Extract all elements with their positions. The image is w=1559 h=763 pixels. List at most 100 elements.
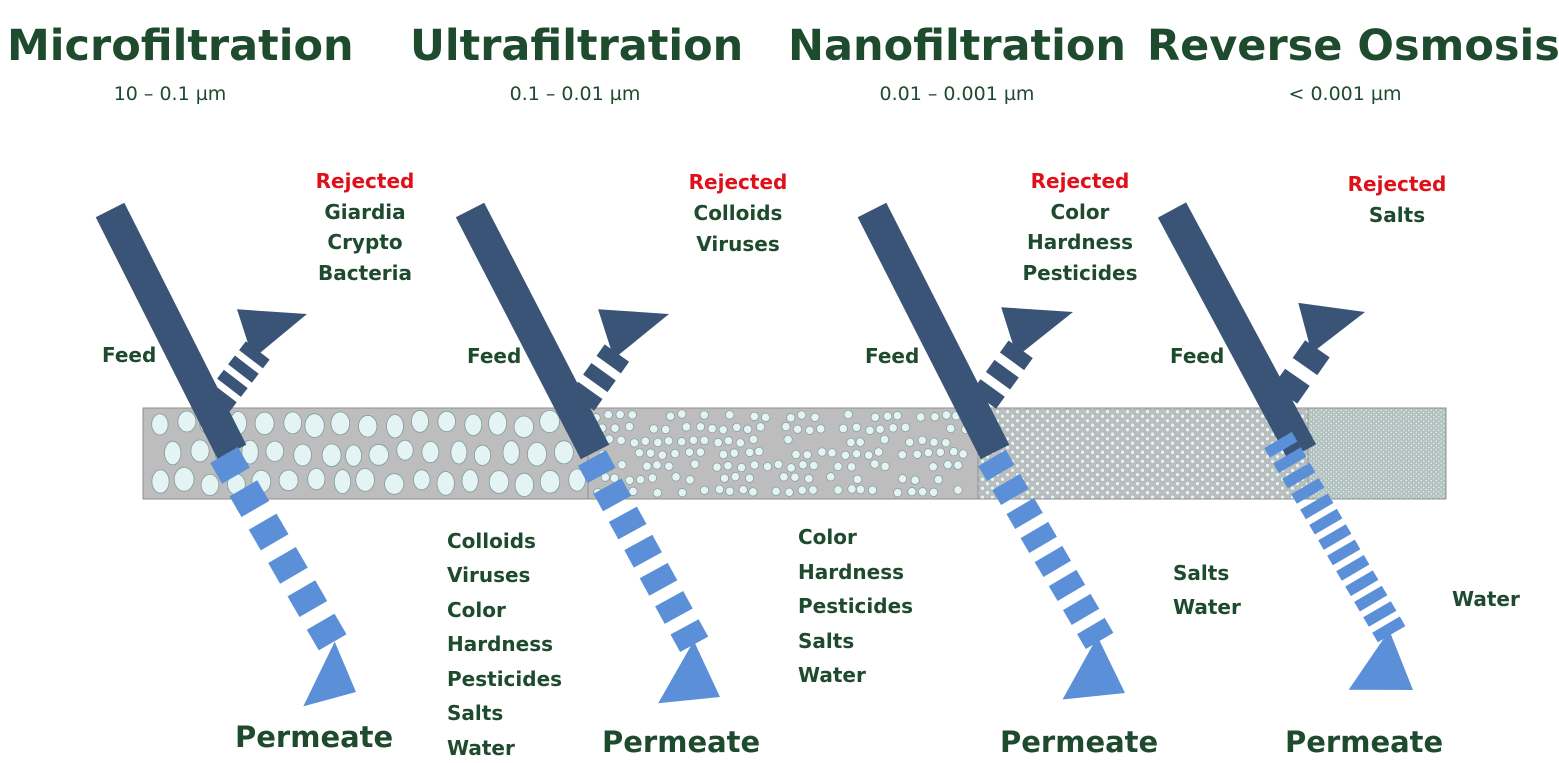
pore (617, 460, 627, 470)
pore (699, 485, 710, 495)
pore (852, 449, 862, 459)
pore (773, 459, 783, 470)
passed-item: Pesticides (447, 667, 562, 691)
pore (677, 437, 687, 447)
pore (779, 472, 789, 482)
pore (664, 461, 674, 471)
pore (616, 435, 626, 445)
pore (151, 413, 169, 436)
pore (946, 423, 956, 434)
pore (783, 434, 793, 445)
passed-item: Water (447, 736, 515, 760)
pore (749, 411, 759, 421)
pore (953, 485, 963, 495)
pore (723, 461, 733, 471)
pore-size-range: 10 – 0.1 µm (114, 83, 227, 105)
reject-arrowhead (1001, 307, 1073, 357)
pore (665, 411, 676, 421)
feed-arrow (455, 202, 610, 460)
pore (729, 448, 739, 458)
pore (748, 487, 758, 497)
pore (941, 410, 952, 420)
pore (743, 424, 753, 434)
pore (384, 473, 405, 495)
reject-arrow-segment (569, 381, 603, 411)
permeate-arrow-segment (992, 473, 1029, 505)
pore (690, 459, 700, 469)
pore (293, 443, 312, 467)
pore (781, 422, 791, 432)
pore (826, 472, 836, 482)
pore (791, 449, 801, 460)
pore (513, 415, 535, 439)
reject-arrow-segment (985, 359, 1019, 390)
pore (345, 444, 363, 467)
pore (912, 449, 922, 459)
pore (661, 424, 671, 435)
pore (714, 484, 725, 494)
section-nanofiltration: Nanofiltration 0.01 – 0.001 µm Feed Reje… (788, 21, 1241, 759)
rejected-item: Hardness (1027, 230, 1133, 254)
pore (786, 463, 796, 473)
pore (761, 412, 771, 422)
pore (792, 424, 803, 434)
rejected-item: Colloids (694, 201, 783, 225)
feed-label: Feed (865, 344, 919, 368)
passed-item: Pesticides (798, 594, 913, 618)
rejected-item: Salts (1369, 203, 1425, 227)
pore (900, 422, 911, 432)
permeate-arrow-segment (1282, 462, 1316, 489)
pore (283, 411, 303, 435)
pore (810, 412, 820, 422)
permeate-arrow-segment (1048, 569, 1086, 601)
pore (798, 460, 808, 470)
pore (755, 422, 766, 432)
pore (905, 437, 915, 447)
pore (935, 447, 945, 457)
pore (888, 423, 898, 433)
pore (732, 422, 742, 432)
pore (502, 440, 520, 465)
pore (730, 472, 740, 482)
pore (358, 414, 378, 438)
passed-item: Colloids (447, 529, 536, 553)
pore (893, 488, 903, 498)
permeate-arrow-segment (306, 613, 347, 651)
reject-arrow-segment (206, 384, 237, 412)
feed-label: Feed (102, 343, 156, 367)
pore (907, 487, 917, 497)
pore (855, 484, 866, 495)
pore (695, 422, 706, 432)
rejected-heading: Rejected (1031, 169, 1130, 193)
pore (874, 447, 884, 457)
permeate-arrow-segment (593, 478, 631, 512)
pore (719, 473, 730, 483)
pore (707, 424, 717, 434)
pore (883, 411, 893, 421)
permeate-arrow-segment (1063, 593, 1100, 625)
pore (624, 475, 635, 485)
pore (852, 474, 863, 484)
pore (609, 473, 619, 483)
permeate-arrow-segment (1336, 555, 1370, 581)
pore (164, 440, 182, 466)
pore (685, 475, 695, 485)
pore (949, 447, 959, 457)
pore (867, 485, 878, 495)
pore (647, 473, 657, 483)
permeate-arrow-segment (1345, 570, 1379, 597)
reject-arrowhead (1298, 302, 1365, 354)
pore (852, 422, 862, 432)
pore (725, 410, 735, 420)
passed-item: Water (1452, 587, 1520, 611)
rejected-item: Bacteria (318, 261, 412, 285)
pore (627, 410, 637, 420)
feed-arrow (857, 202, 1010, 460)
pore (817, 447, 827, 457)
pore (410, 409, 429, 433)
pore (918, 487, 928, 497)
pore (670, 449, 680, 459)
pore (652, 460, 662, 470)
pore (771, 486, 781, 496)
